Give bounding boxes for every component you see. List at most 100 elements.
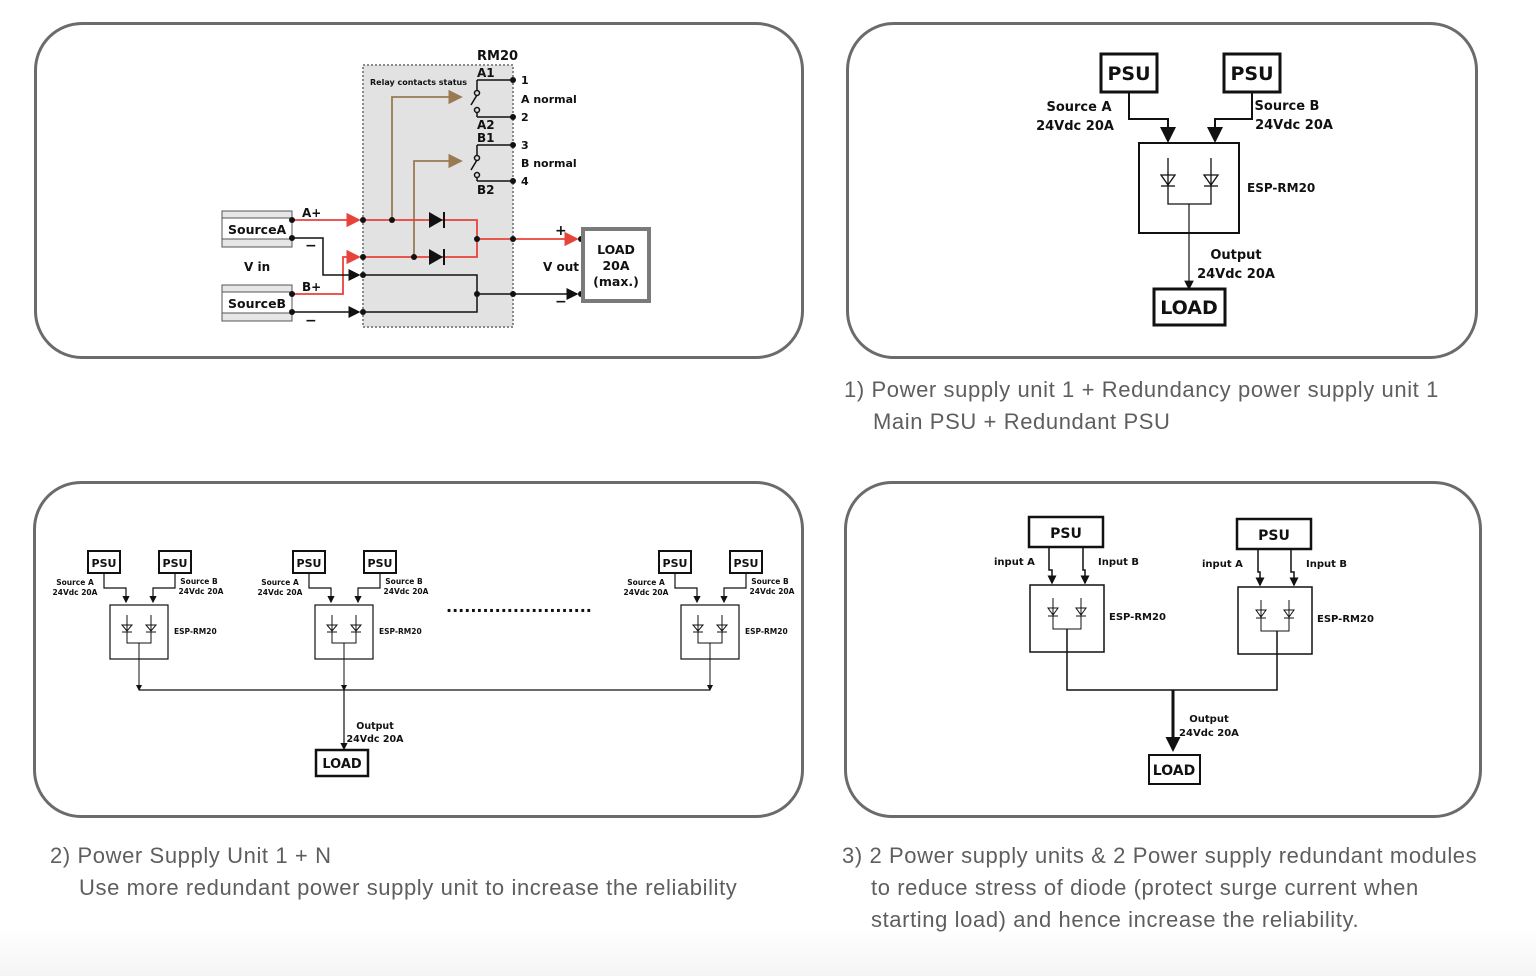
source-a-label: SourceA	[228, 222, 287, 237]
svg-text:Source A: Source A	[261, 578, 299, 587]
caption-config-2: 2) Power Supply Unit 1 + N Use more redu…	[50, 840, 737, 904]
svg-text:ESP-RM20: ESP-RM20	[379, 627, 422, 636]
caption-config-1: 1) Power supply unit 1 + Redundancy powe…	[844, 374, 1439, 438]
svg-text:PSU: PSU	[1258, 528, 1290, 544]
load-label: LOAD	[1160, 297, 1218, 319]
svg-text:input A: input A	[1202, 559, 1243, 570]
output-rating: 24Vdc 20A	[1179, 728, 1239, 739]
svg-text:24Vdc 20A: 24Vdc 20A	[53, 588, 98, 597]
ellipsis-more-units: ........................	[446, 597, 592, 616]
source-b-box	[221, 284, 293, 322]
terminal-4: 4	[521, 175, 529, 188]
caption-3-line-3: starting load) and hence increase the re…	[871, 907, 1360, 932]
relay-drive-a	[391, 89, 463, 220]
source-a-box	[221, 210, 293, 248]
svg-text:24Vdc 20A: 24Vdc 20A	[750, 587, 795, 596]
svg-text:Input B: Input B	[1306, 559, 1347, 570]
terminal-2: 2	[521, 111, 529, 124]
caption-config-3: 3) 2 Power supply units & 2 Power supply…	[842, 840, 1477, 936]
source-b-rating: 24Vdc 20A	[1255, 118, 1333, 133]
psu-module-unit-n: PSU PSU Source A 24Vdc 20A Source B 24Vd…	[624, 550, 795, 691]
vout-minus-label: −	[555, 294, 567, 310]
source-a-label: Source A	[1046, 100, 1111, 115]
one-plus-n-panel: PSU PSU Source A 24Vdc 20A Source B 24Vd…	[33, 481, 804, 818]
psu-a-label: PSU	[1107, 63, 1150, 85]
vout-label: V out	[543, 260, 579, 274]
output-label: Output	[356, 721, 394, 732]
load-rating: 20A	[602, 258, 629, 273]
caption-1-title: 1) Power supply unit 1 + Redundancy powe…	[844, 377, 1439, 402]
source-a-rating: 24Vdc 20A	[1036, 119, 1114, 134]
psu-b-label: PSU	[1230, 63, 1273, 85]
psu-module-unit-1: PSU PSU Source A 24Vdc 20A Source B 24Vd…	[53, 550, 224, 691]
contact-a1-label: A1	[477, 66, 495, 80]
svg-text:Source A: Source A	[627, 578, 665, 587]
rm20-module-box	[362, 64, 514, 328]
rm20-wiring-panel: RM20 Relay contacts status A1 A2 B1 B2 1…	[34, 22, 804, 359]
svg-text:ESP-RM20: ESP-RM20	[174, 627, 217, 636]
svg-text:PSU: PSU	[1050, 526, 1082, 542]
load-box	[1152, 287, 1227, 327]
caption-2-title: 2) Power Supply Unit 1 + N	[50, 843, 332, 868]
load-box	[314, 748, 370, 778]
psu-module-right: PSU input A Input B ESP-RM20	[1202, 517, 1374, 655]
caption-3-title: 3) 2 Power supply units & 2 Power supply…	[842, 843, 1478, 868]
svg-text:input A: input A	[994, 557, 1035, 568]
svg-text:ESP-RM20: ESP-RM20	[745, 627, 788, 636]
contact-a2-label: A2	[477, 118, 495, 132]
svg-text:PSU: PSU	[368, 557, 393, 570]
source-b-label: Source B	[1255, 99, 1320, 114]
terminal-3: 3	[521, 139, 529, 152]
output-rating: 24Vdc 20A	[1197, 267, 1275, 282]
psu-module-left: PSU input A Input B ESP-RM20	[994, 515, 1166, 653]
psu-b-box	[1222, 52, 1282, 94]
svg-text:Source B: Source B	[385, 577, 423, 586]
svg-text:PSU: PSU	[297, 557, 322, 570]
svg-text:PSU: PSU	[163, 557, 188, 570]
relay-drive-b	[413, 153, 463, 256]
svg-text:PSU: PSU	[92, 557, 117, 570]
contact-b2-label: B2	[477, 183, 495, 197]
svg-text:24Vdc 20A: 24Vdc 20A	[384, 587, 429, 596]
caption-1-subtitle: Main PSU + Redundant PSU	[873, 409, 1171, 434]
status-a-normal: A normal	[521, 93, 577, 106]
output-label: Output	[1210, 248, 1261, 263]
svg-text:PSU: PSU	[734, 557, 759, 570]
svg-text:Source B: Source B	[180, 577, 218, 586]
load-box	[1148, 754, 1201, 785]
psu-module-unit-2: PSU PSU Source A 24Vdc 20A Source B 24Vd…	[258, 550, 429, 691]
one-plus-n-diagram: PSU PSU Source A 24Vdc 20A Source B 24Vd…	[53, 550, 795, 778]
single-module-panel: PSU PSU Source A 24Vdc 20A Source B 24Vd…	[846, 22, 1478, 359]
svg-text:Input B: Input B	[1098, 557, 1139, 568]
svg-text:Source A: Source A	[56, 578, 94, 587]
caption-2-subtitle: Use more redundant power supply unit to …	[79, 875, 738, 900]
load-box	[581, 227, 651, 303]
caption-3-line-2: to reduce stress of diode (protect surge…	[871, 875, 1419, 900]
output-rating: 24Vdc 20A	[347, 734, 405, 745]
b-minus-label: −	[305, 313, 317, 329]
a-minus-label: −	[305, 238, 317, 254]
contact-b1-label: B1	[477, 131, 495, 145]
relay-contact-a	[470, 79, 513, 118]
load-label: LOAD	[1153, 763, 1195, 779]
relay-label: Relay contacts status	[370, 78, 467, 87]
terminal-1: 1	[521, 74, 529, 87]
svg-text:ESP-RM20: ESP-RM20	[1109, 612, 1166, 623]
b-plus-label: B+	[302, 280, 321, 294]
a-plus-label: A+	[302, 206, 321, 220]
svg-text:PSU: PSU	[663, 557, 688, 570]
status-b-normal: B normal	[521, 157, 577, 170]
load-label: LOAD	[322, 757, 362, 772]
diode-b	[429, 249, 445, 265]
load-label: LOAD	[597, 242, 635, 257]
svg-text:24Vdc 20A: 24Vdc 20A	[179, 587, 224, 596]
vout-plus-label: +	[555, 223, 567, 239]
load-max: (max.)	[593, 274, 639, 289]
source-b-label: SourceB	[228, 296, 286, 311]
rm20-title: RM20	[477, 49, 518, 64]
svg-text:Source B: Source B	[751, 577, 789, 586]
svg-text:24Vdc 20A: 24Vdc 20A	[624, 588, 669, 597]
vin-label: V in	[244, 260, 270, 274]
output-label: Output	[1189, 714, 1229, 725]
module-label: ESP-RM20	[1247, 181, 1315, 195]
